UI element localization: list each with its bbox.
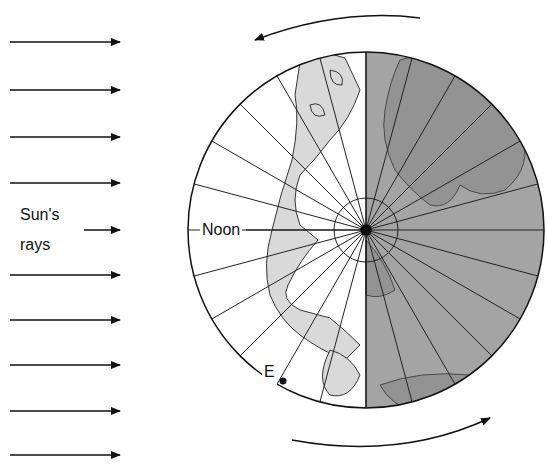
globe	[186, 40, 547, 440]
rotation-arrow	[255, 16, 420, 40]
point-label: E	[262, 357, 277, 387]
rotation-arrow	[292, 418, 490, 446]
noon-label: Noon	[200, 215, 242, 245]
sun-rays	[10, 42, 120, 455]
point-e	[280, 378, 287, 385]
noon-meridian	[246, 229, 366, 230]
meridian-lines	[186, 50, 546, 410]
rays-label: Sun's rays	[20, 200, 76, 260]
earth-outline	[188, 52, 544, 408]
night-side	[366, 40, 547, 440]
